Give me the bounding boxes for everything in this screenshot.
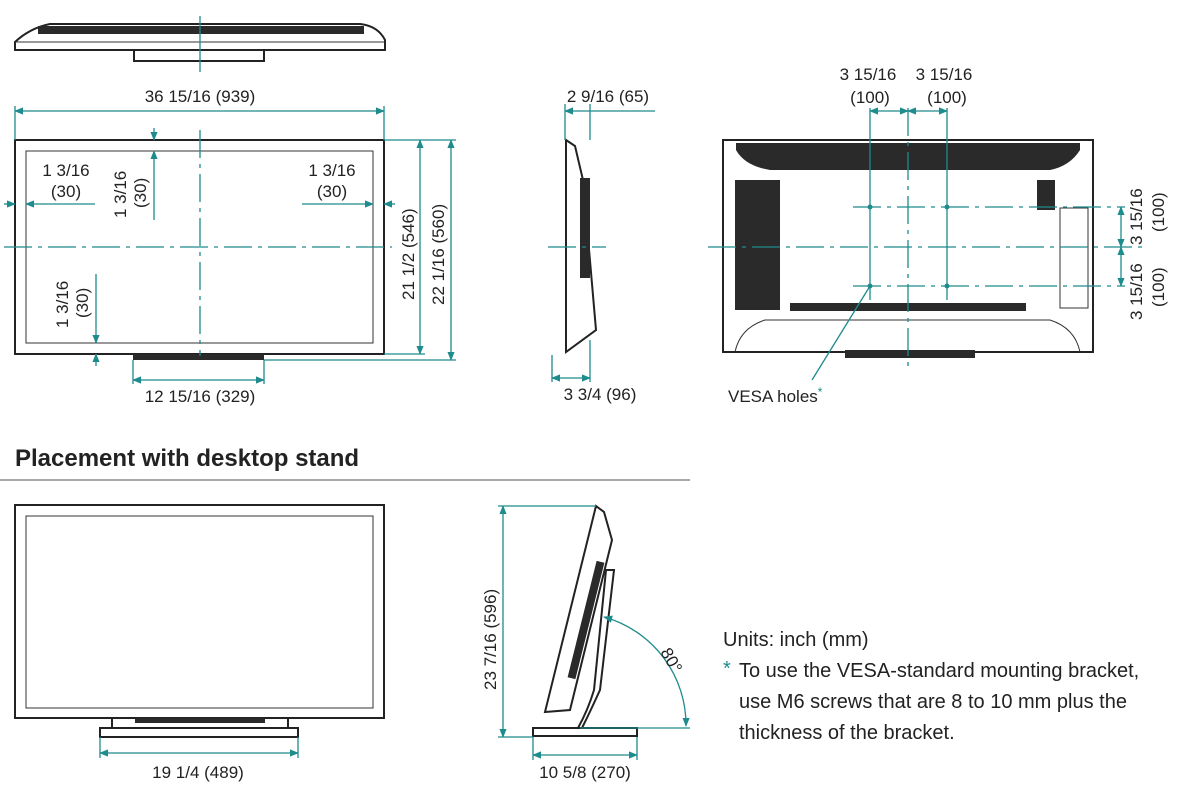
- bezel-right-label: 1 3/16: [308, 161, 355, 180]
- vesa-v-bottom-label: 3 15/16: [1127, 263, 1146, 320]
- bezel-top-label: 1 3/16: [111, 171, 130, 218]
- stand-front-view: 19 1/4 (489): [14, 504, 385, 782]
- front-width-label: 36 15/16 (939): [145, 87, 256, 106]
- vesa-v-top-mm: (100): [1149, 192, 1168, 232]
- vesa-v-top-label: 3 15/16: [1127, 188, 1146, 245]
- vesa-note-line2: use M6 screws that are 8 to 10 mm plus t…: [739, 691, 1127, 713]
- side-depth-bottom-label: 3 3/4 (96): [564, 385, 637, 404]
- note-asterisk: *: [723, 658, 731, 680]
- vesa-h-right-label: 3 15/16: [916, 65, 973, 84]
- stand-angle-label: 80°: [657, 645, 686, 677]
- screen-height-label: 21 1/2 (546): [399, 208, 418, 300]
- total-height-label: 22 1/16 (560): [429, 204, 448, 305]
- vesa-h-left-mm: (100): [850, 88, 890, 107]
- vesa-h-left-label: 3 15/16: [840, 65, 897, 84]
- notes: Units: inch (mm) * To use the VESA-stand…: [723, 629, 1139, 744]
- bezel-bottom-label: 1 3/16: [53, 281, 72, 328]
- units-note: Units: inch (mm): [723, 629, 869, 651]
- vesa-holes-label: VESA holes*: [728, 385, 823, 406]
- stand-width-label: 12 15/16 (329): [145, 387, 256, 406]
- stand-front-width-label: 19 1/4 (489): [152, 763, 244, 782]
- bezel-top-mm: (30): [131, 178, 150, 208]
- stand-side-view: 23 7/16 (596) 10 5/8 (270) 80°: [481, 504, 690, 782]
- side-depth-top-label: 2 9/16 (65): [567, 87, 649, 106]
- stand-height-label: 23 7/16 (596): [481, 589, 500, 690]
- section-heading: Placement with desktop stand: [15, 445, 359, 472]
- stand-depth-label: 10 5/8 (270): [539, 763, 631, 782]
- front-view: 36 15/16 (939) 1 3/16 (30) 1 3/16 (30) 1…: [4, 87, 456, 406]
- bezel-left-label: 1 3/16: [42, 161, 89, 180]
- bezel-right-mm: (30): [317, 182, 347, 201]
- vesa-v-bottom-mm: (100): [1149, 267, 1168, 307]
- vesa-note-line3: thickness of the bracket.: [739, 722, 955, 744]
- back-view: 3 15/16 (100) 3 15/16 (100) 3 15/16 (100…: [708, 65, 1168, 406]
- vesa-note-line1: To use the VESA-standard mounting bracke…: [739, 660, 1139, 682]
- top-view: [14, 16, 386, 72]
- vesa-h-right-mm: (100): [927, 88, 967, 107]
- side-view: 2 9/16 (65) 3 3/4 (96): [548, 87, 655, 404]
- bezel-bottom-mm: (30): [73, 288, 92, 318]
- bezel-left-mm: (30): [51, 182, 81, 201]
